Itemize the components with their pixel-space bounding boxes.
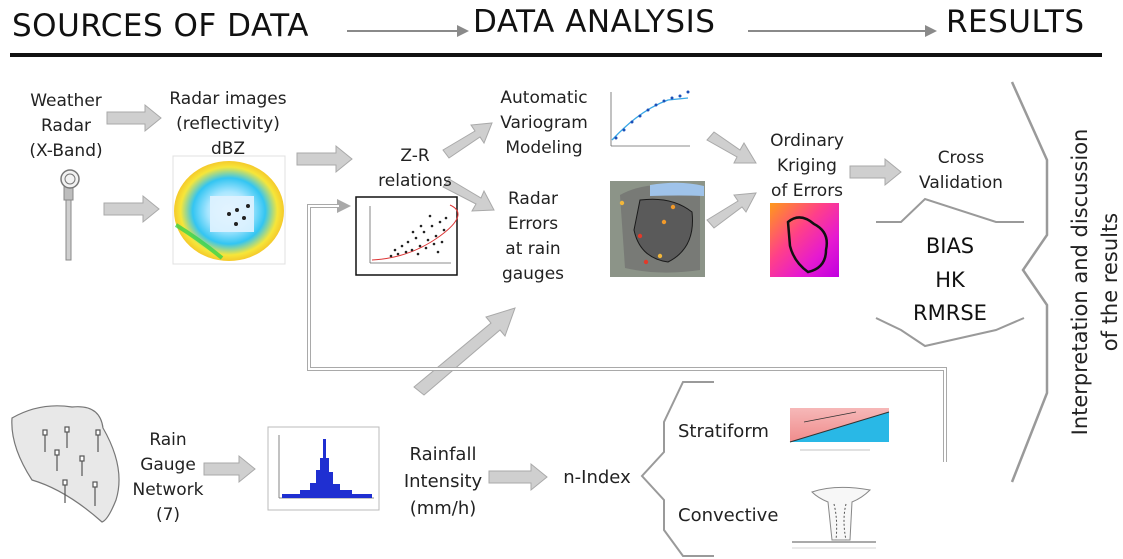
- arrow-icon-to-image: [103, 194, 160, 224]
- rainfall-intensity-label: Rainfall Intensity (mm/h): [393, 441, 493, 522]
- feedback-arrow-head: [337, 199, 351, 213]
- gauge-line-3: Network: [132, 480, 204, 500]
- variogram-line-2: Variogram: [500, 113, 588, 133]
- variogram-label: Automatic Variogram Modeling: [494, 86, 594, 161]
- weather-radar-label: Weather Radar (X-Band): [26, 89, 106, 164]
- rain-gauge-network-map: [11, 405, 120, 523]
- weather-radar-icon: [60, 169, 80, 261]
- results-line-1: Interpretation and discussion: [1068, 128, 1092, 436]
- errors-line-2: Errors: [507, 214, 559, 234]
- rainfall-line-3: (mm/h): [409, 498, 477, 519]
- errors-line-4: gauges: [501, 264, 565, 284]
- arrow-gauges-to-histogram: [203, 454, 256, 484]
- kriging-line-1: Ordinary: [770, 131, 844, 151]
- stratiform-label: Stratiform: [678, 421, 769, 442]
- errors-line-1: Radar: [507, 189, 559, 209]
- weather-radar-line-2: Radar: [40, 116, 92, 136]
- arrow-radar-to-images: [106, 103, 162, 133]
- rainfall-line-1: Rainfall: [409, 444, 477, 465]
- kriging-label: Ordinary Kriging of Errors: [757, 129, 857, 204]
- arrow-errors-to-kriging: [706, 192, 757, 229]
- radar-images-line-3: dBZ: [210, 139, 246, 159]
- weather-radar-line-1: Weather: [30, 91, 102, 111]
- header-rule: [10, 53, 1102, 57]
- cross-validation-label: Cross Validation: [911, 146, 1011, 196]
- gauge-line-4: (7): [155, 505, 181, 525]
- weather-radar-line-3: (X-Band): [29, 141, 103, 161]
- nindex-bracket: [640, 381, 714, 557]
- metrics-bracket-bottom: [875, 317, 1025, 348]
- errors-line-3: at rain: [505, 239, 561, 259]
- metric-hk: HK: [935, 268, 965, 292]
- kriging-map: [770, 203, 839, 277]
- variogram-line-1: Automatic: [500, 88, 588, 108]
- radar-images-line-1: Radar images: [169, 89, 287, 109]
- rain-gauge-network-label: Rain Gauge Network (7): [128, 428, 208, 528]
- gauge-line-1: Rain: [149, 430, 187, 450]
- kriging-line-2: Kriging: [777, 156, 837, 176]
- stratiform-schematic: [788, 404, 891, 451]
- n-index-label: n-Index: [563, 467, 631, 488]
- cv-line-1: Cross: [937, 148, 985, 168]
- arrow-zr-to-errors: [442, 178, 495, 212]
- metric-bias: BIAS: [925, 234, 975, 258]
- header-arrow-1: [347, 25, 469, 37]
- feedback-inner: [308, 205, 946, 462]
- arrow-rainfall-to-nindex: [488, 462, 548, 492]
- header-sources: SOURCES OF DATA: [12, 8, 309, 44]
- arrow-image-to-zr: [296, 144, 353, 174]
- gauge-line-2: Gauge: [140, 455, 196, 475]
- radar-image: [172, 155, 286, 265]
- block-arrows: [103, 103, 902, 492]
- rainfall-line-2: Intensity: [403, 471, 483, 492]
- header-results: RESULTS: [946, 4, 1085, 40]
- results-text: Interpretation and discussion of the res…: [1065, 92, 1123, 472]
- header-analysis: DATA ANALYSIS: [473, 4, 716, 40]
- convective-label: Convective: [678, 505, 779, 526]
- kriging-line-3: of Errors: [770, 181, 844, 201]
- radar-errors-label: Radar Errors at rain gauges: [493, 187, 573, 287]
- zr-relations-label: Z-R relations: [370, 144, 460, 194]
- zr-scatter-plot: [355, 196, 459, 276]
- variogram-plot: [599, 86, 695, 158]
- rainfall-histogram: [267, 426, 380, 511]
- arrow-gauges-to-errors: [413, 307, 516, 396]
- variogram-line-3: Modeling: [505, 138, 583, 158]
- zr-line-2: relations: [378, 171, 452, 191]
- header-arrow-2: [748, 25, 937, 37]
- radar-images-line-2: (reflectivity): [176, 114, 280, 134]
- arrow-zr-to-variogram: [442, 122, 493, 159]
- convective-schematic: [792, 486, 876, 549]
- metric-rmrse: RMRSE: [913, 301, 987, 325]
- arrow-variogram-to-kriging: [706, 131, 757, 164]
- metrics-bracket-top: [876, 197, 1024, 223]
- results-bracket: [1010, 81, 1049, 483]
- cv-line-2: Validation: [919, 173, 1003, 193]
- arrow-kriging-to-cv: [849, 157, 902, 187]
- radar-images-label: Radar images (reflectivity) dBZ: [163, 87, 293, 162]
- zr-line-1: Z-R: [400, 146, 430, 166]
- radar-errors-map: [610, 181, 705, 277]
- results-line-2: of the results: [1098, 212, 1122, 352]
